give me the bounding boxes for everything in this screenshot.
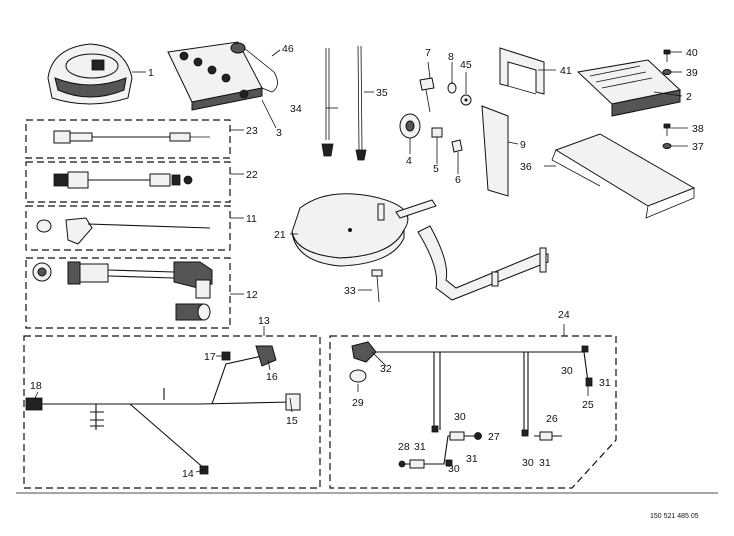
callout-3: 3	[276, 127, 282, 139]
callout-17: 17	[204, 351, 216, 363]
callout-1: 1	[148, 67, 154, 79]
callout-35: 35	[376, 87, 388, 99]
callout-18: 18	[30, 380, 42, 392]
callout-33: 33	[344, 285, 356, 297]
callout-6: 6	[455, 174, 461, 186]
callout-9: 9	[520, 139, 526, 151]
part-45-washer	[460, 94, 472, 106]
callout-22: 22	[246, 169, 258, 181]
group-box-13	[23, 335, 321, 489]
part-9-bracket	[481, 105, 509, 197]
callout-30-c: 30	[448, 463, 460, 475]
callout-30-d: 30	[522, 457, 534, 469]
callout-30-b: 30	[561, 365, 573, 377]
group-box-12	[25, 257, 231, 329]
part-41-mounting-bracket	[499, 47, 545, 95]
group-box-11	[25, 205, 231, 251]
callout-36: 36	[520, 161, 532, 173]
callout-27: 27	[488, 431, 500, 443]
callout-45: 45	[460, 59, 472, 71]
part-39-washer	[662, 69, 672, 75]
part-8-washer	[447, 82, 457, 94]
part-11-cable	[36, 217, 211, 245]
callout-5: 5	[433, 163, 439, 175]
group-box-24	[329, 335, 617, 489]
part-3-distribution-box	[167, 41, 263, 111]
part-33-bolt	[371, 269, 383, 303]
part-38-screw	[663, 123, 671, 136]
leader-lines	[33, 49, 688, 473]
callout-2: 2	[686, 91, 692, 103]
callout-31-c: 31	[414, 441, 426, 453]
part-40-screw	[663, 49, 671, 62]
callout-21: 21	[274, 229, 286, 241]
part-13-wiring-harness	[25, 345, 301, 475]
callout-13: 13	[258, 315, 270, 327]
part-35-cable-tie	[355, 45, 367, 161]
callout-29: 29	[352, 397, 364, 409]
callout-46: 46	[282, 43, 294, 55]
callout-34: 34	[290, 103, 302, 115]
callout-24: 24	[558, 309, 570, 321]
part-24-wiring-harness	[349, 341, 593, 469]
part-4-grommet	[399, 113, 421, 139]
callout-30: 30	[454, 411, 466, 423]
part-36-mounting-plate	[551, 133, 696, 219]
callout-37: 37	[692, 141, 704, 153]
callout-41: 41	[560, 65, 572, 77]
part-7-bolt	[419, 77, 435, 113]
callout-15: 15	[286, 415, 298, 427]
part-23-cable	[53, 130, 210, 144]
callout-39: 39	[686, 67, 698, 79]
callout-7: 7	[425, 47, 431, 59]
callout-11: 11	[246, 213, 257, 225]
group-box-22	[25, 161, 231, 203]
callout-28: 28	[398, 441, 410, 453]
part-5-bolt	[431, 127, 443, 146]
callout-8: 8	[448, 51, 454, 63]
part-22-cable	[53, 171, 193, 189]
part-12-cable	[32, 261, 213, 321]
part-21-base-mount	[291, 193, 549, 301]
callout-4: 4	[406, 155, 412, 167]
callout-labels: 1 2 3 4 5 6 7 8 9 11 12 13 14 15 16 17 1…	[30, 43, 704, 480]
callout-14: 14	[182, 468, 194, 480]
part-46-cap-with-strap	[230, 42, 278, 93]
part-37-washer	[662, 143, 672, 149]
part-2-control-unit	[576, 59, 682, 117]
callout-32: 32	[380, 363, 392, 375]
callout-31-d: 31	[539, 457, 551, 469]
callout-23: 23	[246, 125, 258, 137]
callout-25: 25	[582, 399, 594, 411]
part-1-gps-receiver	[47, 43, 133, 105]
callout-12: 12	[246, 289, 258, 301]
callout-26: 26	[546, 413, 558, 425]
callout-38: 38	[692, 123, 704, 135]
part-34-cable-tie	[321, 48, 334, 157]
document-number: 150 521 485 05	[650, 513, 699, 520]
callout-16: 16	[266, 371, 278, 383]
callout-31-b: 31	[599, 377, 611, 389]
callout-40: 40	[686, 47, 698, 59]
callout-31: 31	[466, 453, 478, 465]
part-6-nut	[451, 139, 463, 153]
group-box-23	[25, 119, 231, 159]
